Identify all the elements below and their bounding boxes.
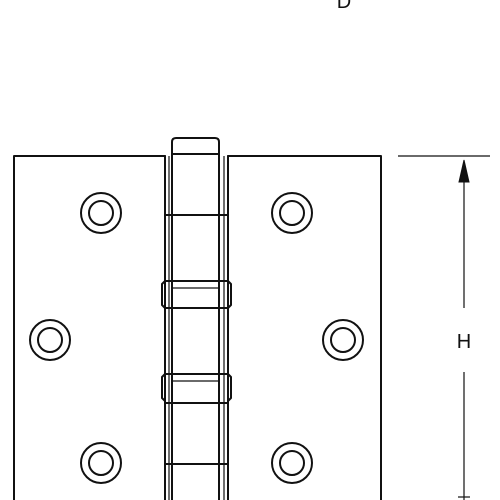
screw-hole-left-bottom bbox=[80, 442, 122, 484]
height-dimension-label: H bbox=[457, 331, 471, 353]
left-leaf bbox=[13, 155, 166, 500]
screw-hole-left-middle bbox=[29, 319, 71, 361]
height-dimension bbox=[398, 155, 490, 500]
knuckle-barrel bbox=[161, 137, 232, 500]
screw-hole-right-top bbox=[271, 192, 313, 234]
top-dimension-label: D bbox=[337, 0, 351, 13]
arrowhead-up-icon bbox=[458, 159, 470, 183]
screw-hole-right-bottom bbox=[271, 442, 313, 484]
screw-hole-left-top bbox=[80, 192, 122, 234]
screw-hole-right-middle bbox=[322, 319, 364, 361]
right-leaf bbox=[227, 155, 382, 500]
